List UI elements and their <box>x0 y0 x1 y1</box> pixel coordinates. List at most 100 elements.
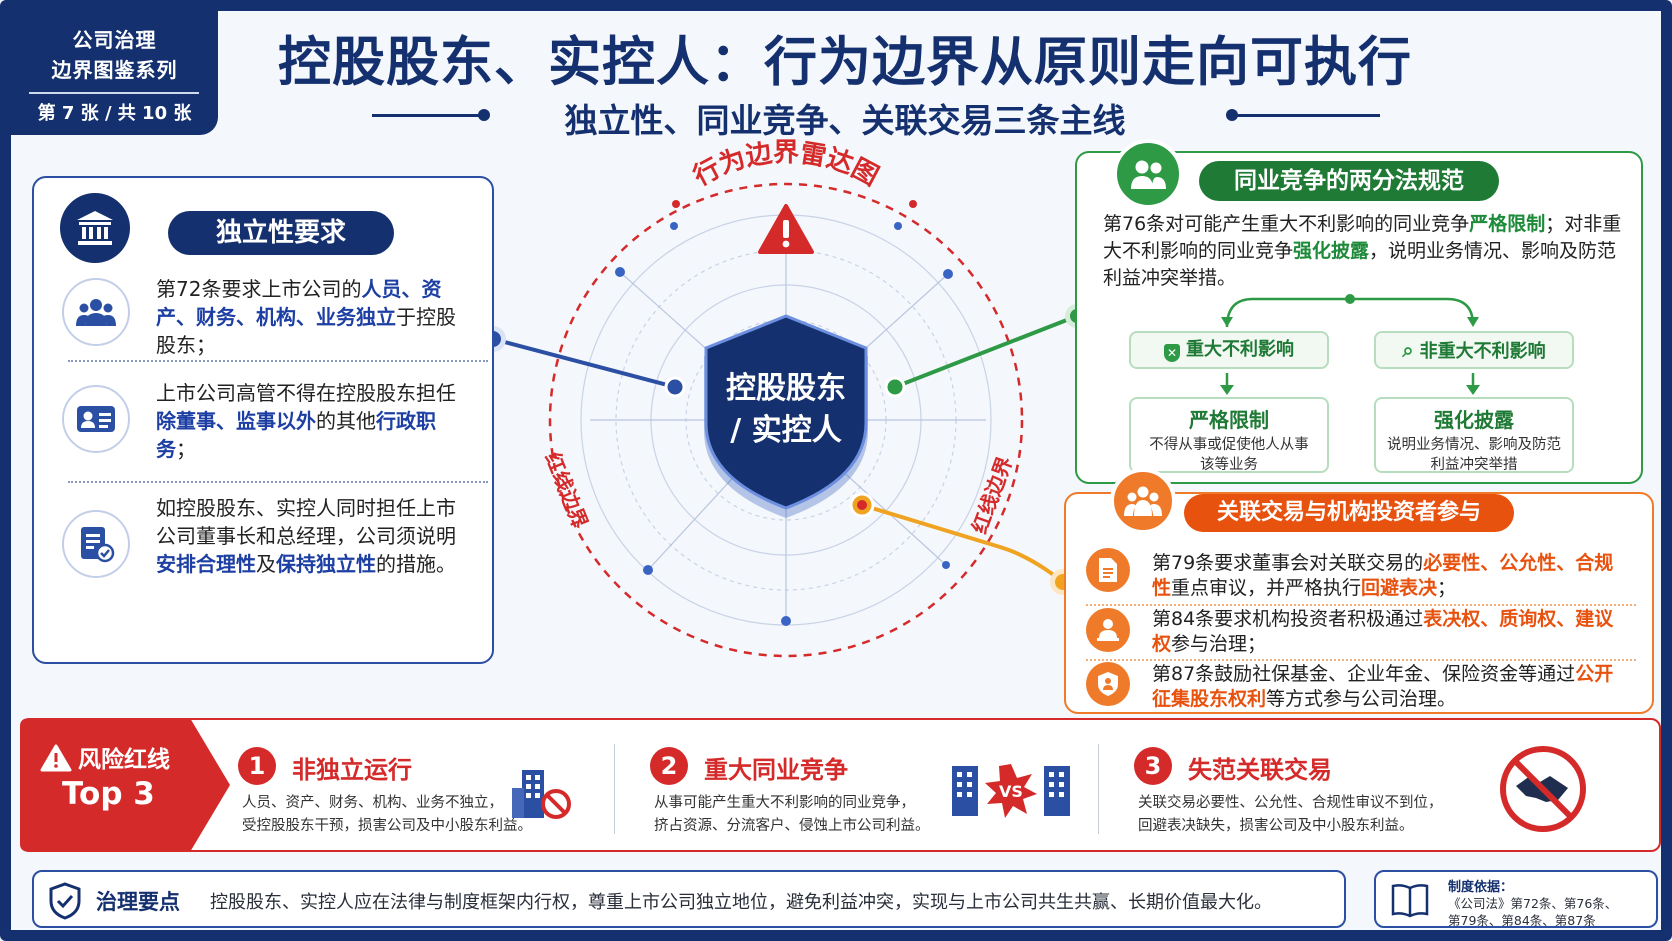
book-icon <box>1391 884 1429 918</box>
branch-right-result: 强化披露 说明业务情况、影响及防范利益冲突举措 <box>1374 397 1574 473</box>
shield-line2: / 实控人 <box>730 413 841 448</box>
people-group-icon <box>62 278 130 346</box>
body-text: 及 <box>256 552 276 576</box>
group-icon <box>1110 468 1176 534</box>
independence-heading: 独立性要求 <box>168 211 394 255</box>
series-line1: 公司治理 <box>72 28 157 52</box>
handshake-ban-icon <box>1500 746 1586 832</box>
shield-x-icon: ✕ <box>1164 344 1180 362</box>
highlight-text: 表决权、质询权、建议权 <box>1152 608 1614 655</box>
checklist-icon <box>62 510 130 578</box>
body-text: 第87条鼓励社保基金、企业年金、保险资金等通过 <box>1152 663 1576 685</box>
highlight-text: 回避表决 <box>1361 577 1438 599</box>
radar-node <box>943 269 953 279</box>
risk-1-line1: 人员、资产、财务、机构、业务不独立， <box>242 795 503 811</box>
related-panel: 关联交易与机构投资者参与 第79条要求董事会对关联交易的必要性、公允性、合规性重… <box>1064 468 1654 714</box>
body-text: 的措施。 <box>376 552 456 576</box>
subtitle-line-left <box>372 114 487 117</box>
red-line-boundary <box>548 182 1024 658</box>
radar-node <box>894 222 902 230</box>
body-text: ； <box>1437 577 1457 599</box>
body-text: 于控股股东； <box>156 305 456 357</box>
id-card-icon <box>62 385 130 453</box>
body-text: 第84条要求机构投资者积极通过 <box>1152 608 1424 630</box>
risk-3-line1: 关联交易必要性、公允性、合规性审议不到位， <box>1138 795 1443 811</box>
risk-1-line2: 受控股股东干预，损害公司及中小股东利益。 <box>242 818 532 834</box>
branch-left-label: 重大不利影响 <box>1186 339 1294 360</box>
basis-box: 制度依据： 《公司法》第72条、第76条、 第79条、第84条、第87条 <box>1374 870 1658 928</box>
risk-1-number: 1 <box>238 747 276 785</box>
series-badge: 公司治理 边界图鉴系列 第 7 张 / 共 10 张 <box>11 0 218 135</box>
radar-node <box>643 565 653 575</box>
body-text: ；对非重大不利影响的同业竞争 <box>1103 213 1622 262</box>
risk-2-line1: 从事可能产生重大不利影响的同业竞争， <box>654 795 915 811</box>
two-people-icon <box>1113 139 1183 209</box>
risk-2-number: 2 <box>650 747 688 785</box>
highlight-text: 严格限制 <box>1469 213 1546 235</box>
highlight-text: 强化披露 <box>1293 240 1370 262</box>
divider <box>68 360 488 362</box>
investor-icon <box>1086 608 1130 652</box>
search-icon: ⌕ <box>1402 338 1414 362</box>
body-text: ； <box>176 437 196 461</box>
highlight-text: 人员、资产、财务、机构、业务独立 <box>156 277 442 329</box>
independence-panel: 独立性要求 第72条要求上市公司的人员、资产、财务、机构、业务独立于控股股东； … <box>32 176 494 664</box>
divider <box>1086 659 1636 661</box>
risk-2-line2: 挤占资源、分流客户、侵蚀上市公司利益。 <box>654 818 930 834</box>
shield-check-icon <box>49 882 81 920</box>
series-line2: 边界图鉴系列 <box>51 58 178 82</box>
shield-people-icon <box>1086 662 1130 706</box>
document-icon <box>1086 548 1130 592</box>
branch-right-label: 非重大不利影响 <box>1419 341 1546 362</box>
building-ban-icon <box>512 770 571 819</box>
divider <box>68 481 488 483</box>
related-item-1: 第79条要求董事会对关联交易的必要性、公允性、合规性重点审议，并严格执行回避表决… <box>1152 551 1632 601</box>
connector-bottom-core <box>857 500 867 510</box>
branch-left-result-desc: 不得从事或促使他人从事该等业务 <box>1149 437 1309 473</box>
risk-label-line2: Top 3 <box>62 776 155 812</box>
connector-left <box>492 337 676 389</box>
radar-node <box>942 561 950 569</box>
radar-node <box>615 267 625 277</box>
warning-icon <box>758 204 814 254</box>
connector-left-end <box>664 376 686 398</box>
branch-right-result-title: 强化披露 <box>1434 408 1514 432</box>
body-text: 的其他 <box>316 409 376 433</box>
body-text: 重点审议，并严格执行 <box>1171 577 1362 599</box>
risk-panel: 风险红线 Top 3 1 非独立运行 人员、资产、财务、机构、业务不独立， 受控… <box>20 718 1661 852</box>
series-divider <box>29 92 199 94</box>
risk-1-title: 非独立运行 <box>292 756 412 784</box>
subtitle-line-right <box>1235 114 1380 117</box>
highlight-text: 必要性、公允性、合规性 <box>1152 552 1614 599</box>
vs-label: VS <box>999 782 1023 801</box>
basis-title: 制度依据： <box>1448 880 1514 895</box>
buildings-vs-icon: VS <box>952 764 1070 818</box>
risk-3-title: 失范关联交易 <box>1188 756 1332 784</box>
risk-divider <box>614 744 615 834</box>
basis-line2: 第79条、第84条、第87条 <box>1448 913 1596 928</box>
risk-3-number: 3 <box>1134 747 1172 785</box>
radar-node <box>670 222 678 230</box>
highlight-text: 除董事、监事以外 <box>156 409 316 433</box>
branch-left-result-title: 严格限制 <box>1189 408 1269 432</box>
branch-right-label-box: ⌕非重大不利影响 <box>1374 331 1574 369</box>
governance-key-heading: 治理要点 <box>96 890 180 914</box>
red-dot <box>909 200 917 208</box>
connector-right-end <box>884 376 906 398</box>
body-text: ，说明业务情况、影响及防范利益冲突举措。 <box>1103 240 1617 289</box>
highlight-text: 行政职务 <box>156 409 436 461</box>
branch-left-result: 严格限制 不得从事或促使他人从事该等业务 <box>1129 397 1329 473</box>
independence-item-3: 如控股股东、实控人同时担任上市公司董事长和总经理，公司须说明安排合理性及保持独立… <box>156 494 456 578</box>
branch-left-label-box: ✕ 重大不利影响 <box>1129 331 1329 369</box>
page-title: 控股股东、实控人：行为边界从原则走向可执行 <box>278 32 1412 93</box>
body-text: 等方式参与公司治理。 <box>1266 688 1457 710</box>
body-text: 上市公司高管不得在控股股东担任 <box>156 381 456 405</box>
red-dot <box>672 200 680 208</box>
related-heading: 关联交易与机构投资者参与 <box>1184 494 1514 532</box>
risk-2-title: 重大同业竞争 <box>704 756 848 784</box>
competition-text: 第76条对可能产生重大不利影响的同业竞争严格限制；对非重大不利影响的同业竞争强化… <box>1103 211 1628 292</box>
competition-panel: 同业竞争的两分法规范 第76条对可能产生重大不利影响的同业竞争严格限制；对非重大… <box>1075 139 1643 484</box>
independence-item-2: 上市公司高管不得在控股股东担任除董事、监事以外的其他行政职务； <box>156 379 456 463</box>
governance-key-text: 控股股东、实控人应在法律与制度框架内行权，尊重上市公司独立地位，避免利益冲突，实… <box>210 892 1272 913</box>
